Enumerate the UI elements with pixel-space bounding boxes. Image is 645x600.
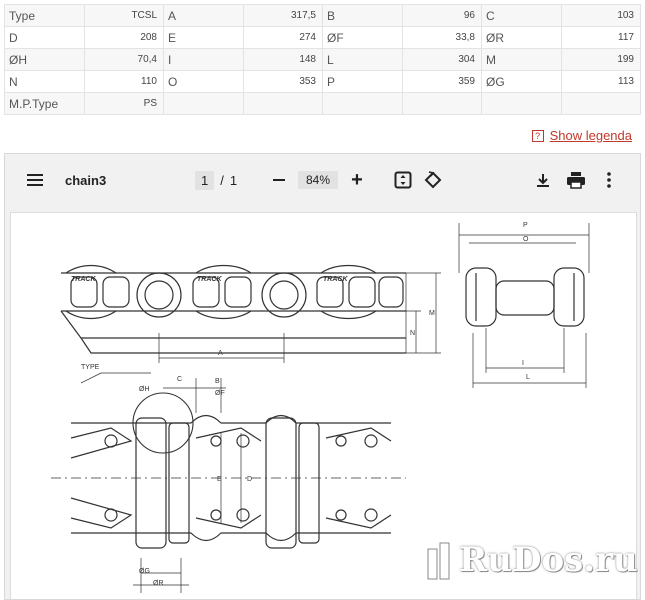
page-total: 1 bbox=[229, 172, 238, 188]
watermark-logo-icon bbox=[427, 541, 451, 580]
spec-key bbox=[163, 92, 244, 115]
spec-key: ØF bbox=[322, 26, 403, 49]
spec-value: TCSL bbox=[84, 4, 164, 27]
spec-key: L bbox=[322, 48, 403, 71]
label-g: ØG bbox=[139, 568, 150, 575]
spec-value: 33,8 bbox=[402, 26, 482, 49]
label-m: M bbox=[429, 310, 435, 317]
download-icon[interactable] bbox=[533, 154, 553, 206]
label-e: E bbox=[217, 476, 222, 483]
chain-drawing: TRACK TRACK TRACK TYPE A B C D E ØF ØH Ø… bbox=[51, 222, 590, 593]
spec-value: 274 bbox=[243, 26, 323, 49]
spec-key bbox=[481, 92, 562, 115]
spec-key: M.P.Type bbox=[4, 92, 85, 115]
label-h: ØH bbox=[139, 386, 150, 393]
label-a: A bbox=[218, 350, 223, 357]
spec-key: C bbox=[481, 4, 562, 27]
spec-key: ØH bbox=[4, 48, 85, 71]
pdf-viewer: chain3 1 / 1 84% + bbox=[4, 153, 641, 600]
spec-value: 208 bbox=[84, 26, 164, 49]
spec-key: D bbox=[4, 26, 85, 49]
page-indicator: 1 / 1 bbox=[195, 154, 237, 206]
spec-value: 113 bbox=[561, 70, 641, 93]
spec-value: 117 bbox=[561, 26, 641, 49]
spec-key: E bbox=[163, 26, 244, 49]
label-f: ØF bbox=[215, 390, 225, 397]
more-options-icon[interactable] bbox=[602, 154, 616, 206]
label-p: P bbox=[523, 222, 528, 229]
spec-value: 103 bbox=[561, 4, 641, 27]
spec-value: PS bbox=[84, 92, 164, 115]
label-o: O bbox=[523, 236, 529, 243]
spec-value: 317,5 bbox=[243, 4, 323, 27]
show-legend-link[interactable]: ? Show legenda bbox=[531, 128, 632, 143]
spec-value: 304 bbox=[402, 48, 482, 71]
spec-key: ØG bbox=[481, 70, 562, 93]
spec-key: O bbox=[163, 70, 244, 93]
rotate-icon[interactable] bbox=[423, 154, 443, 206]
label-b: B bbox=[215, 378, 220, 385]
watermark-text: RuDos.ru bbox=[459, 540, 638, 580]
zoom-level[interactable]: 84% bbox=[298, 154, 339, 206]
spec-key: P bbox=[322, 70, 403, 93]
label-type: TYPE bbox=[81, 364, 100, 371]
zoom-out-icon[interactable] bbox=[270, 154, 288, 206]
spec-value: 199 bbox=[561, 48, 641, 71]
spec-key: I bbox=[163, 48, 244, 71]
spec-key: N bbox=[4, 70, 85, 93]
brand-label-1: TRACK bbox=[71, 276, 96, 283]
pdf-toolbar: chain3 1 / 1 84% + bbox=[5, 154, 640, 206]
label-r: ØR bbox=[153, 580, 164, 587]
label-c: C bbox=[177, 376, 182, 383]
spec-key: Type bbox=[4, 4, 85, 27]
label-l: L bbox=[526, 374, 530, 381]
zoom-value: 84% bbox=[298, 171, 339, 189]
pdf-page: TRACK TRACK TRACK TYPE A B C D E ØF ØH Ø… bbox=[10, 212, 637, 599]
spec-value bbox=[402, 92, 482, 115]
spec-value: 353 bbox=[243, 70, 323, 93]
question-icon: ? bbox=[531, 129, 544, 142]
label-d: D bbox=[247, 476, 252, 483]
page-number-input[interactable]: 1 bbox=[195, 170, 215, 190]
spec-key bbox=[322, 92, 403, 115]
brand-label-2: TRACK bbox=[197, 276, 222, 283]
label-n: N bbox=[410, 330, 415, 337]
legend-label: Show legenda bbox=[549, 128, 632, 143]
document-title: chain3 bbox=[65, 172, 107, 188]
spec-key: M bbox=[481, 48, 562, 71]
page-separator: / bbox=[220, 172, 224, 188]
print-icon[interactable] bbox=[565, 154, 587, 206]
spec-value bbox=[561, 92, 641, 115]
spec-value: 148 bbox=[243, 48, 323, 71]
menu-icon[interactable] bbox=[23, 154, 47, 206]
zoom-in-icon[interactable]: + bbox=[351, 168, 363, 191]
spec-value: 359 bbox=[402, 70, 482, 93]
spec-value: 70,4 bbox=[84, 48, 164, 71]
spec-key: B bbox=[322, 4, 403, 27]
watermark: RuDos.ru bbox=[427, 540, 638, 580]
fit-page-icon[interactable] bbox=[393, 154, 413, 206]
spec-value bbox=[243, 92, 323, 115]
spec-key: A bbox=[163, 4, 244, 27]
spec-value: 110 bbox=[84, 70, 164, 93]
label-i: I bbox=[522, 360, 524, 367]
brand-label-3: TRACK bbox=[323, 276, 348, 283]
spec-key: ØR bbox=[481, 26, 562, 49]
spec-value: 96 bbox=[402, 4, 482, 27]
